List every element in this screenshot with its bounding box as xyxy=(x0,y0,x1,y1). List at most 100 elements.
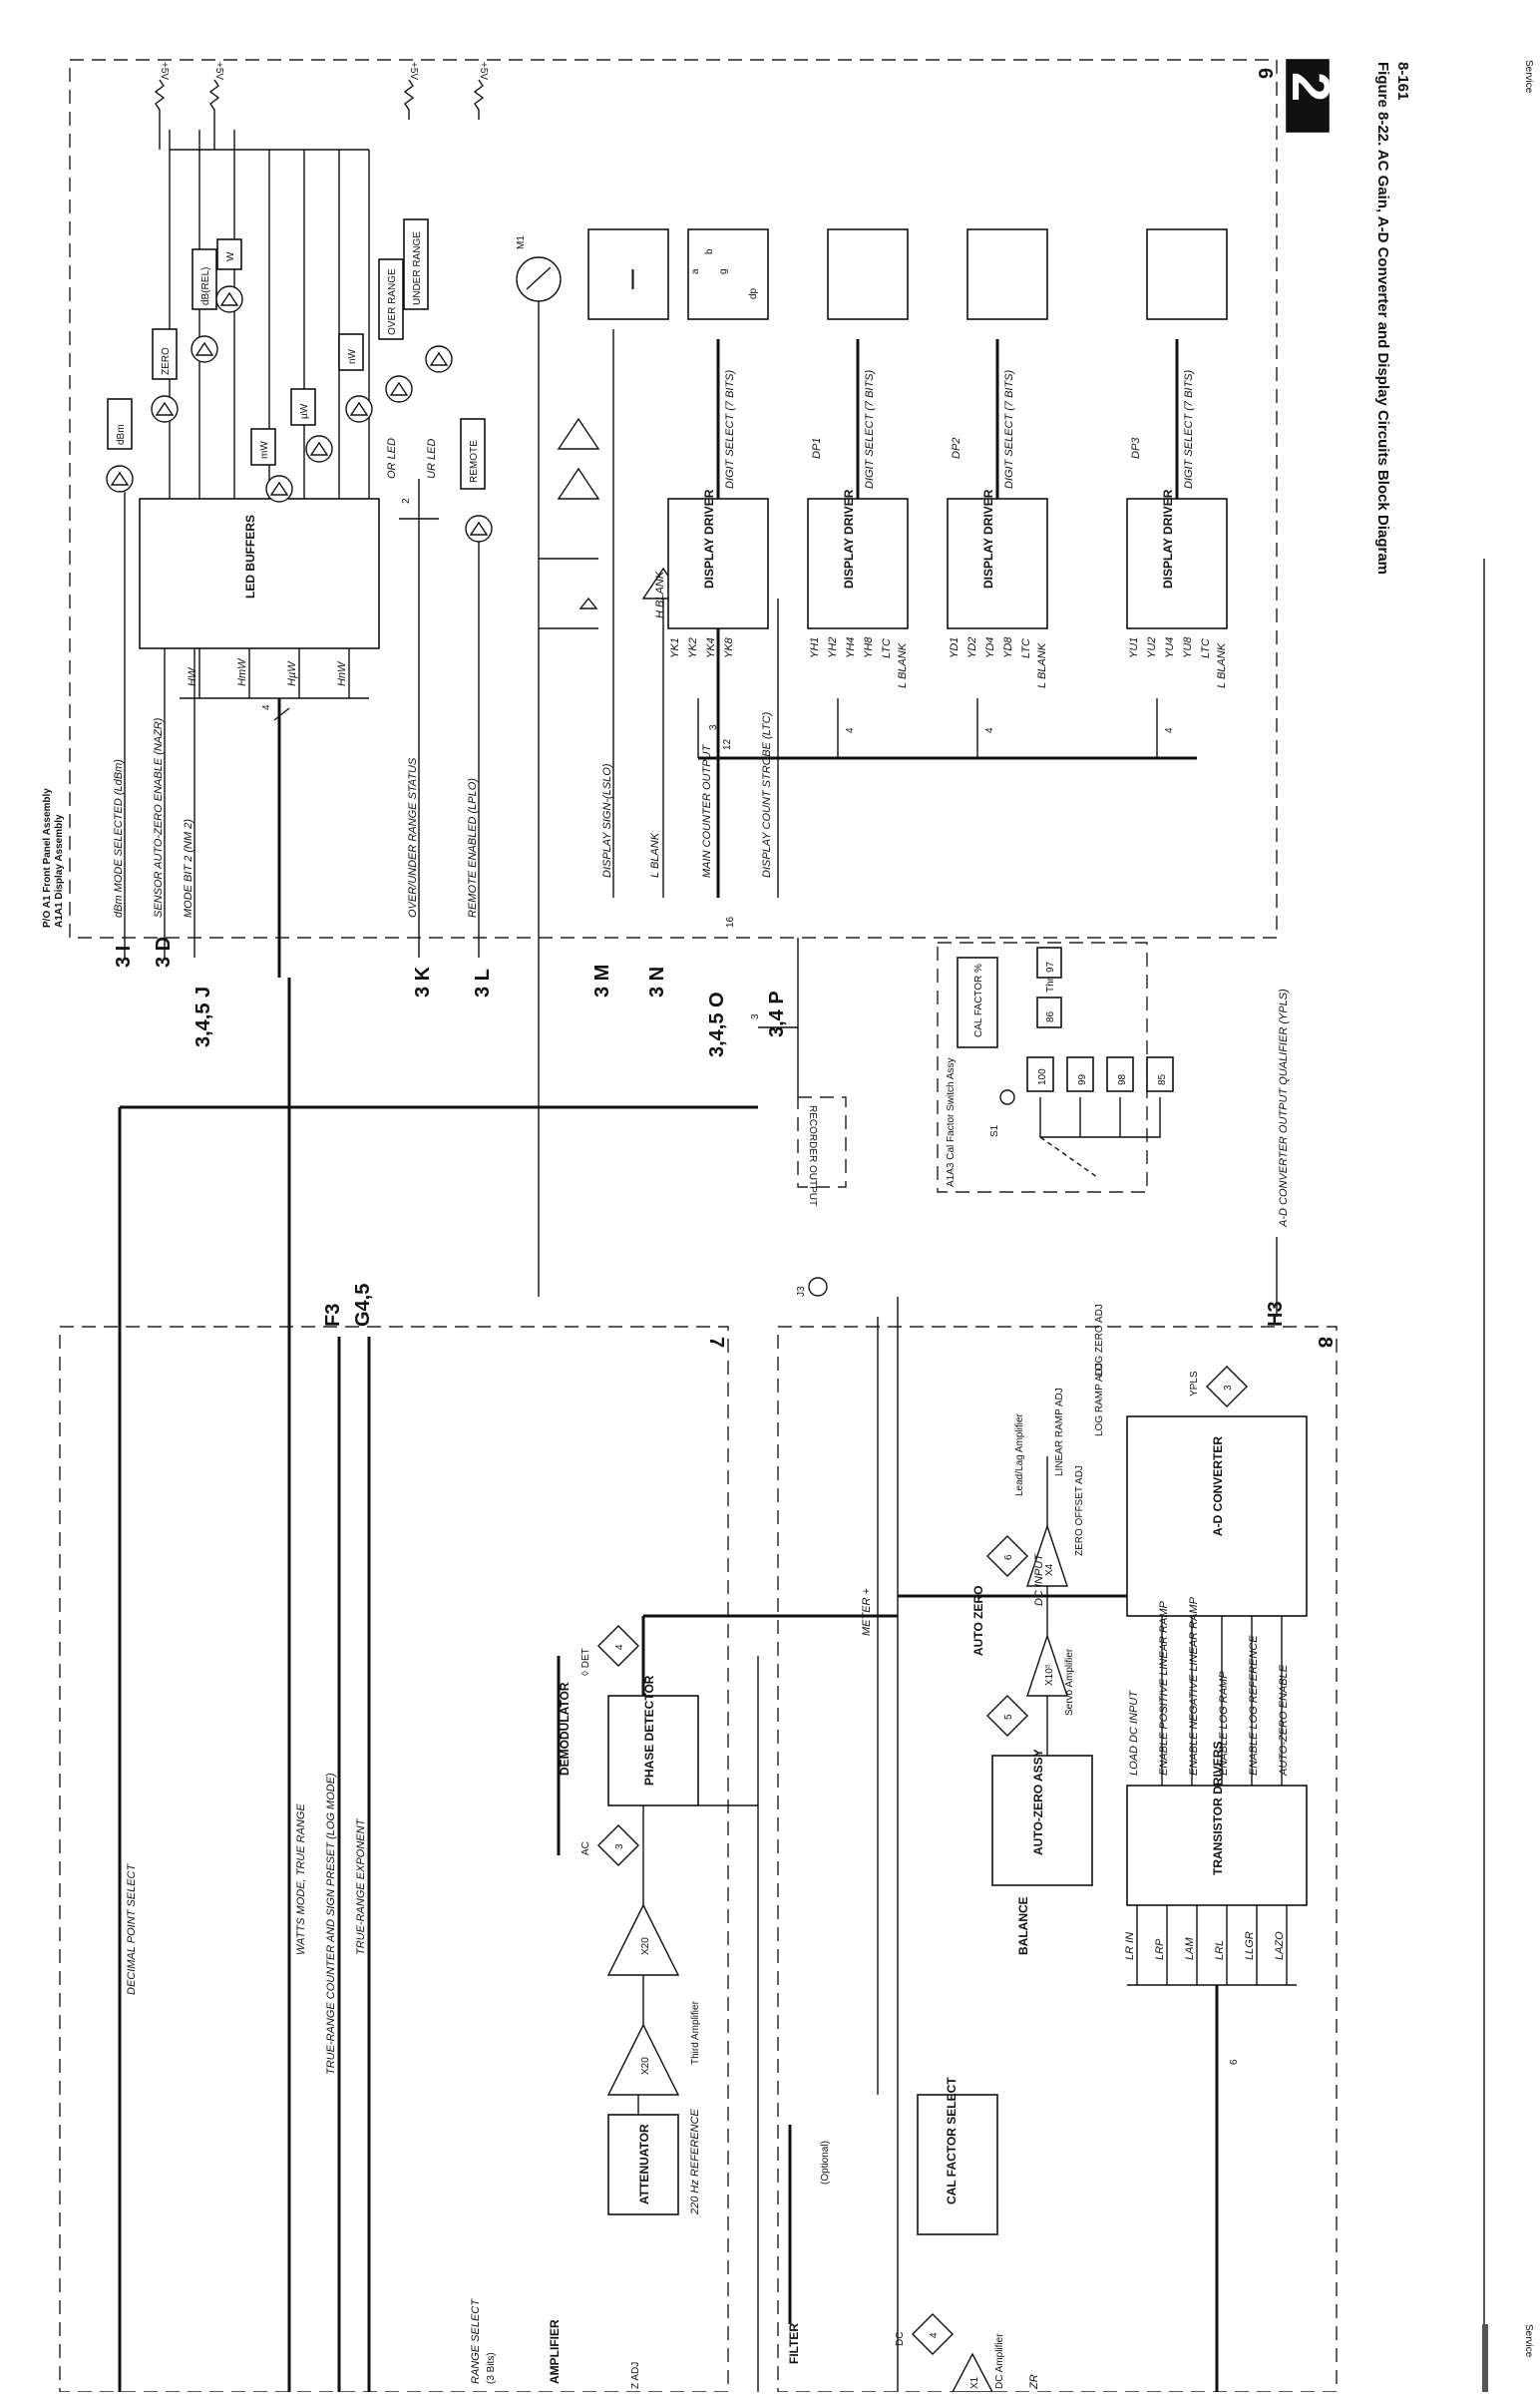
front-panel-assembly-label: P/O A1 Front Panel Assembly xyxy=(42,788,53,928)
display-transistor-network xyxy=(539,417,600,629)
digit-select-4: DIGIT SELECT (7 BITS) xyxy=(1183,369,1195,489)
range-select-label: RANGE SELECT xyxy=(470,2298,482,2384)
optional-label: (Optional) xyxy=(820,2141,831,2185)
sig-main-counter: MAIN COUNTER OUTPUT xyxy=(701,744,713,879)
display-driver-1: DISPLAY DRIVER YK1 YK2 YK4 YK8 H BLANK D… xyxy=(654,228,769,658)
led-mw: mW xyxy=(250,428,293,503)
led-zero: ZERO xyxy=(151,328,179,423)
led-over-range: OVER RANGE xyxy=(378,258,413,403)
main-bus-count: 16 xyxy=(725,916,736,928)
seven-segment-glyphs: a b g dp xyxy=(690,248,759,299)
en-log-ref-signal: ENABLE LOG REFERENCE xyxy=(1248,1635,1260,1776)
balance-label: BALANCE xyxy=(1016,1896,1030,1955)
driver-4-input-3: YU8 xyxy=(1182,636,1194,658)
binding-strip xyxy=(1482,2324,1488,2392)
sig-dbm-mode: dBm MODE SELECTED (LdBm) xyxy=(113,759,125,918)
sig-display-strobe: DISPLAY COUNT STROBE (LTC) xyxy=(761,711,773,878)
transistor-input-1: LRP xyxy=(1154,1938,1166,1960)
meter-m1: M1 xyxy=(516,235,562,1297)
seg-g-1: g xyxy=(718,268,729,274)
connector-3-m: 3 M xyxy=(591,965,613,998)
led-buffers-block xyxy=(139,498,380,649)
ref-220-signal: 220 Hz REFERENCE xyxy=(689,2109,701,2215)
led-label-uw: µW xyxy=(299,403,310,419)
driver-4-input-1: YU2 xyxy=(1146,637,1158,658)
input-signal-lines: dBm MODE SELECTED (LdBm) SENSOR AUTO-ZER… xyxy=(113,492,479,958)
driver-3-input-2: YD4 xyxy=(984,637,996,658)
attenuator-block xyxy=(607,2114,679,2215)
meter-m1-label: M1 xyxy=(516,235,527,249)
az-enable-signal: AUTO-ZERO ENABLE xyxy=(1278,1664,1290,1777)
tp5-num: 5 xyxy=(1003,1714,1014,1720)
display-drivers: DISPLAY DRIVER YK1 YK2 YK4 YK8 H BLANK D… xyxy=(654,228,1228,760)
dc-amp-label: DC Amplifier xyxy=(994,2333,1005,2389)
tp3b-num: 3 xyxy=(1223,1385,1234,1391)
zr-label: ZR xyxy=(1028,2374,1040,2390)
connector-34-p: 3,4 P xyxy=(766,991,788,1037)
driver-3-input-4: LTC xyxy=(1020,638,1032,658)
recorder-output-box xyxy=(797,1096,847,1188)
driver-2-input-1: YH2 xyxy=(827,637,839,658)
digit-select-1: DIGIT SELECT (7 BITS) xyxy=(724,369,736,489)
driver-4-input-4: LTC xyxy=(1200,638,1212,658)
hw-label-3: HnW xyxy=(336,660,348,686)
filter-section: FILTER (Optional) CAL FACTOR SELECT X1 D… xyxy=(757,1297,1040,2393)
amp-x20-a-label: X20 xyxy=(640,2057,651,2075)
sig-display-sign: DISPLAY SIGN-(LSLO) xyxy=(601,763,613,878)
phase-detector-label: PHASE DETECTOR xyxy=(642,1675,656,1786)
led-label-nw: nW xyxy=(347,348,358,364)
tp3-ac: AC xyxy=(580,1841,591,1855)
attenuator-label: ATTENUATOR xyxy=(637,2124,651,2204)
cal-factor-select-block xyxy=(917,2094,998,2235)
driver-bus-width-2: 4 xyxy=(845,727,856,733)
display-driver-4: DISPLAY DRIVER YU1 YU2 YU4 YU8 LTC L BLA… xyxy=(1126,228,1228,688)
cal-value-0: 100 xyxy=(1037,1068,1048,1085)
adc-label: A-D CONVERTER xyxy=(1211,1436,1225,1536)
connector-345-o: 3,4,5 O xyxy=(706,992,728,1057)
seg-dp-1: dp xyxy=(748,287,759,299)
figure-title: Figure 8-22. AC Gain, A-D Converter and … xyxy=(1374,62,1391,575)
driver-2-input-0: YH1 xyxy=(809,637,821,658)
driver-1-input-1: YK2 xyxy=(687,637,699,658)
test-point-4: 4 ◊ DET xyxy=(580,1625,639,1676)
sheet-badge: 2 xyxy=(1281,59,1341,133)
minus-sign-glyph: — xyxy=(621,269,643,289)
servo-amp-label: Servo Amplifier xyxy=(1064,1648,1075,1716)
ac-gain-section: ATTENUATOR X20 X20 Third Amplifier 220 H… xyxy=(470,1614,898,2389)
header-corner-text: Service xyxy=(1523,60,1534,94)
phase-detector-block xyxy=(607,1695,699,1806)
third-amp-label: Third Amplifier xyxy=(690,2000,701,2065)
display-driver-2: DISPLAY DRIVER YH1 YH2 YH4 YH8 LTC L BLA… xyxy=(807,228,909,688)
driver-3-input-5: L BLANK xyxy=(1036,642,1048,688)
hw-label-1: HmW xyxy=(236,657,248,686)
log-ramp-adj: LOG RAMP ADJ xyxy=(1094,1363,1105,1436)
hw-bus-count: 4 xyxy=(261,704,272,710)
driver-3-input-1: YD2 xyxy=(966,637,978,658)
connector-3-i: 3 I xyxy=(113,946,135,968)
en-neg-lin-signal: ENABLE NEGATIVE LINEAR RAMP xyxy=(1188,1596,1200,1776)
sig-watts-mode: WATTS MODE, TRUE RANGE xyxy=(295,1803,307,1955)
led-w: W xyxy=(215,238,243,313)
ovr-bus-count: 2 xyxy=(401,498,412,504)
driver-4-input-5: L BLANK xyxy=(1216,642,1228,688)
cal-to-value: 97 xyxy=(1045,961,1056,973)
display-signal-lines: DISPLAY SIGN-(LSLO) L BLANK MAIN COUNTER… xyxy=(601,329,779,928)
j3-label: J3 xyxy=(796,1286,807,1297)
cal-factor-switch: CAL FACTOR % 86 Thru 97 S1 100 99 98 85 xyxy=(957,947,1174,1178)
dp-label-1: DP1 xyxy=(811,438,823,459)
demodulator-label: DEMODULATOR xyxy=(558,1682,572,1776)
driver-1-input-0: YK1 xyxy=(669,637,681,658)
transistor-drivers-block xyxy=(1126,1785,1308,1906)
sig-remote-en: REMOTE ENABLED (LPLO) xyxy=(467,778,479,918)
led-under-range: UNDER RANGE xyxy=(403,218,453,373)
sig-over-under: OVER/UNDER RANGE STATUS xyxy=(407,757,419,918)
driver-bus-width-4: 4 xyxy=(1164,727,1175,733)
supply-5v-a: +5V xyxy=(159,62,170,80)
driver-2-input-2: YH4 xyxy=(845,637,857,658)
load-dc-signal: LOAD DC INPUT xyxy=(1128,1690,1140,1776)
sig-sensor-az: SENSOR AUTO-ZERO ENABLE (NAZR) xyxy=(153,717,165,918)
ypls-label: YPLS xyxy=(1189,1371,1200,1397)
page-number: 8-161 xyxy=(1394,62,1411,100)
sig-l-blank: L BLANK xyxy=(649,832,661,878)
